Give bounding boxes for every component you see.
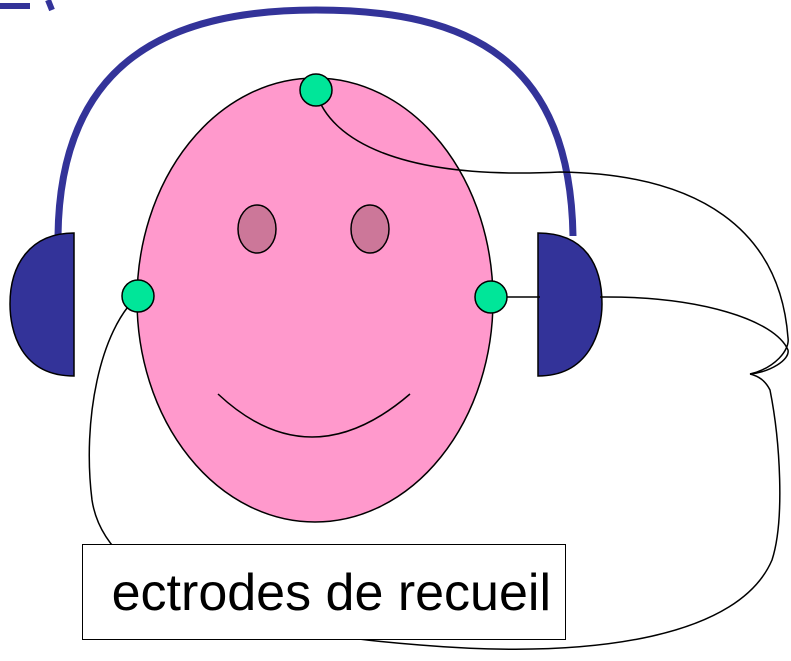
caption-box: ectrodes de recueil (82, 544, 566, 640)
wire-right-electrode (491, 296, 789, 375)
electrode-top (299, 73, 333, 107)
left-eye (237, 204, 277, 254)
smile (217, 393, 411, 438)
face (136, 77, 494, 523)
right-earcup (537, 232, 603, 377)
top-left-fragment (0, 0, 55, 12)
electrode-right (474, 280, 508, 314)
left-earcup (9, 232, 75, 377)
electrode-left (121, 279, 155, 313)
headphone-headband (54, 6, 577, 237)
caption-text: ectrodes de recueil (111, 564, 551, 622)
wire-top-electrode (315, 91, 789, 375)
wire-left-electrode (88, 295, 781, 650)
right-eye (350, 204, 390, 254)
